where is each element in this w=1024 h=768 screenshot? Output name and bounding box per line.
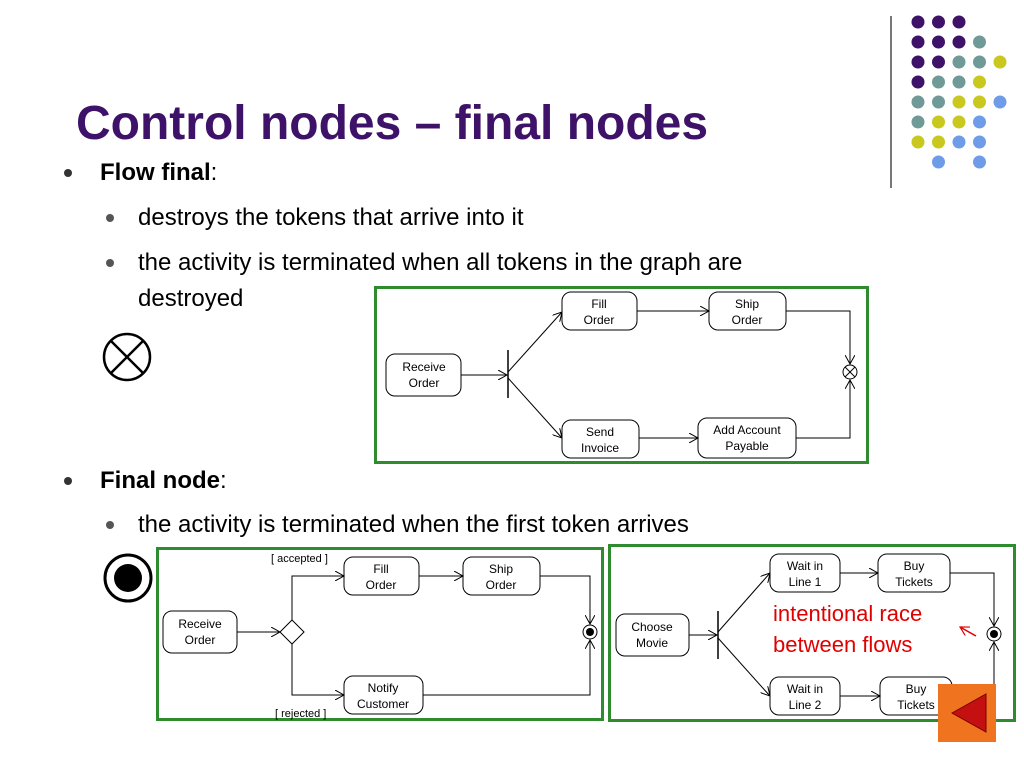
guard-rejected: [ rejected ] (275, 708, 326, 720)
decorative-dot (952, 115, 966, 129)
node-label: Line 2 (789, 698, 822, 712)
race-annotation: intentional race between flows (773, 598, 922, 660)
decorative-dot (932, 115, 945, 129)
final-node-diagram: [ accepted ] [ rejected ] Receive Order … (156, 547, 604, 721)
decorative-dot (911, 15, 925, 29)
decorative-dot (932, 155, 945, 169)
node-label: Order (486, 578, 517, 592)
colon: : (220, 467, 227, 494)
node-label: Line 1 (789, 575, 822, 589)
final-node-icon (103, 553, 153, 603)
flow-final-diagram: Receive Order Fill Order Ship Order Send… (374, 286, 869, 464)
bullet-flow-final: Flow final: (64, 158, 218, 188)
node-label: Order (584, 313, 615, 327)
decorative-dot (973, 155, 986, 169)
sub-bullet-text: the activity is terminated when all toke… (138, 249, 743, 276)
flow-final-icon (102, 332, 152, 382)
previous-slide-icon (950, 693, 987, 733)
decorative-dot (932, 35, 945, 49)
decorative-dot (952, 35, 966, 49)
sub-bullet-text: the activity is terminated when the firs… (138, 511, 689, 538)
sub-bullet: destroys the tokens that arrive into it (106, 203, 524, 233)
term-flow-final: Flow final (100, 159, 211, 186)
node-label: Invoice (581, 441, 619, 455)
node-label: Wait in (787, 559, 823, 573)
decorative-dot (973, 75, 986, 89)
decorative-dot (973, 35, 986, 49)
decorative-dot (911, 135, 925, 149)
decorative-dot (911, 55, 925, 69)
decorative-dot (952, 15, 966, 29)
final-node (582, 624, 598, 640)
node-label: Receive (402, 360, 446, 374)
decorative-dot (932, 135, 945, 149)
node-label: Choose (631, 620, 673, 634)
final-node (986, 626, 1002, 642)
term-final-node: Final node (100, 467, 220, 494)
sub-bullet-continuation: destroyed (138, 284, 243, 314)
decorative-dot (911, 95, 925, 109)
decorative-dot (911, 75, 925, 89)
node-label: Buy (906, 682, 927, 696)
divider-line (890, 16, 892, 188)
decorative-dot (932, 95, 945, 109)
node-label: Receive (178, 617, 222, 631)
bullet-dot (106, 214, 114, 222)
node-label: Send (586, 425, 614, 439)
decorative-dot (952, 135, 966, 149)
node-label: Wait in (787, 682, 823, 696)
node-send-invoice (561, 419, 640, 459)
decorative-dot (952, 95, 966, 109)
decorative-dot (993, 55, 1007, 69)
guard-accepted: [ accepted ] (271, 553, 328, 565)
node-label: Order (732, 313, 763, 327)
decorative-dot (973, 115, 986, 129)
decorative-dot (911, 115, 925, 129)
sub-bullet-text: destroyed (138, 285, 244, 312)
sub-bullet-text: destroys the tokens that arrive into it (138, 204, 524, 231)
decorative-dot (932, 75, 945, 89)
decorative-dot (952, 55, 966, 69)
slide-title: Control nodes – final nodes (76, 97, 709, 150)
node-label: Order (409, 376, 440, 390)
node-label: Ship (489, 562, 513, 576)
node-label: Order (366, 578, 397, 592)
decorative-dot (973, 95, 986, 109)
decorative-dot (993, 95, 1007, 109)
decorative-dot (952, 75, 966, 89)
node-label: Movie (636, 636, 668, 650)
bullet-dot (64, 477, 72, 485)
previous-slide-button[interactable] (938, 684, 996, 742)
node-label: Payable (725, 439, 769, 453)
race-annotation-line: between flows (773, 632, 913, 657)
decorative-dot (911, 35, 925, 49)
bullet-dot (106, 259, 114, 267)
colon: : (210, 159, 218, 186)
node-label: Fill (373, 562, 388, 576)
bullet-dot (106, 521, 114, 529)
annotation-arrow (960, 626, 977, 637)
node-label: Customer (357, 697, 409, 711)
decorative-dot (932, 15, 945, 29)
node-label: Fill (591, 297, 606, 311)
bullet-dot (64, 169, 72, 177)
race-annotation-line: intentional race (773, 601, 923, 626)
node-label: Add Account (713, 423, 781, 437)
node-label: Tickets (895, 575, 933, 589)
decorative-dot (973, 55, 986, 69)
bullet-final-node: Final node: (64, 466, 227, 496)
sub-bullet: the activity is terminated when the firs… (106, 510, 689, 540)
node-label: Notify (368, 681, 399, 695)
decorative-dots (911, 15, 1007, 169)
node-label: Ship (735, 297, 759, 311)
node-label: Tickets (897, 698, 935, 712)
decorative-dot (973, 135, 986, 149)
decorative-dot (932, 55, 945, 69)
node-label: Order (185, 633, 216, 647)
flow-final-node (842, 364, 858, 380)
sub-bullet: the activity is terminated when all toke… (106, 248, 743, 278)
node-label: Buy (904, 559, 925, 573)
